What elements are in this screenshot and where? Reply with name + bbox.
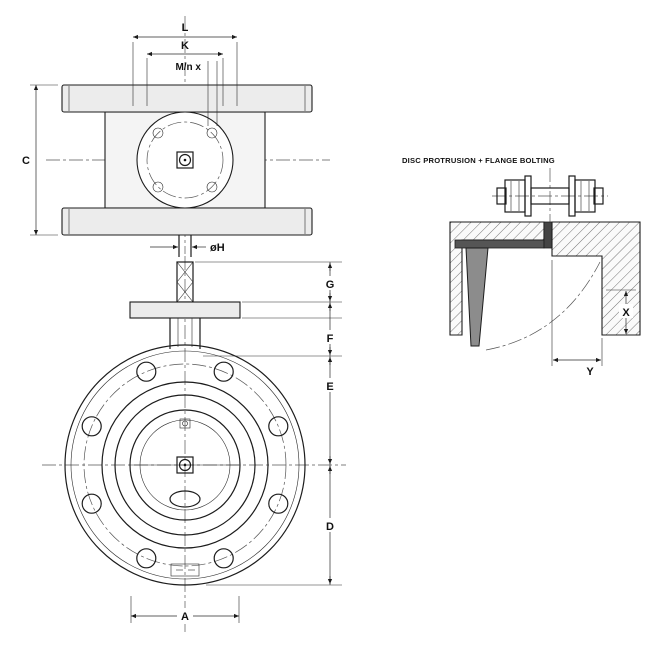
washer-left	[524, 175, 532, 217]
stem-square-top	[176, 151, 194, 169]
disc-stem-circle	[178, 458, 192, 472]
dim-Y: Y	[551, 260, 603, 378]
raised-face-circle	[101, 381, 269, 549]
mount-bolt-hole	[206, 127, 218, 139]
disc-top-boss	[179, 418, 191, 429]
bolt-hole	[213, 361, 234, 382]
dim-Mnx: M/n x	[175, 61, 218, 126]
disc-bottom-boss	[169, 490, 201, 508]
side-view: L K M/n x C øH	[22, 16, 330, 257]
dim-chain-right: G F E D	[195, 261, 342, 586]
stem-center-dot	[183, 158, 187, 162]
disc-section	[465, 247, 489, 347]
dim-label-H: øH	[210, 242, 225, 254]
pipe-flange-section	[551, 221, 641, 336]
dim-label-C: C	[22, 155, 30, 167]
dim-label-X: X	[622, 307, 630, 319]
bolt-hole	[268, 493, 289, 514]
top-flange	[61, 84, 313, 113]
flange-bolt-holes	[81, 361, 289, 569]
bottom-flange	[61, 207, 313, 236]
detail-title: DISC PROTRUSION + FLANGE BOLTING	[402, 156, 555, 165]
dim-label-G: G	[326, 279, 335, 291]
washer-right	[568, 175, 576, 217]
bolt-hole	[268, 416, 289, 437]
dim-label-D: D	[326, 521, 334, 533]
bolt-hole	[81, 416, 102, 437]
bolt-hole	[136, 361, 157, 382]
mount-bolt-hole	[206, 181, 218, 193]
front-view: G F E D A	[42, 256, 346, 632]
actuator-mounting-flange	[129, 301, 241, 319]
dim-K: K	[146, 40, 224, 106]
gasket-section	[543, 221, 553, 249]
mount-bolt-hole	[152, 181, 164, 193]
stud-end	[496, 187, 507, 205]
flange-bolt-assembly	[492, 168, 608, 232]
dim-C: C	[22, 84, 58, 236]
seat-liner-section	[454, 239, 545, 249]
bolt-hole	[136, 548, 157, 569]
dim-label-A: A	[181, 611, 189, 623]
bolt-hole	[213, 548, 234, 569]
dim-X: X	[606, 289, 636, 336]
dim-label-K: K	[181, 40, 189, 52]
mount-bolt-hole	[152, 127, 164, 139]
detail-view: DISC PROTRUSION + FLANGE BOLTING	[402, 156, 641, 378]
disc-top-pin	[182, 420, 188, 427]
flange-bolt-circle	[83, 363, 287, 567]
flange-chamfer-circle	[70, 350, 300, 580]
disc-center-dot	[183, 463, 187, 467]
dim-A: A	[130, 596, 240, 623]
flange-section	[449, 221, 641, 351]
disc-swing-arc	[485, 261, 601, 351]
valve-neck	[169, 318, 201, 349]
dim-label-F: F	[327, 333, 334, 345]
dim-label-L: L	[182, 22, 189, 34]
bottom-lug	[170, 563, 200, 577]
dim-label-Mnx: M/n x	[175, 62, 201, 73]
bolt-circle-dashdot	[146, 121, 224, 199]
bolt-hole	[81, 493, 102, 514]
valve-body-section	[449, 221, 545, 336]
dim-label-E: E	[326, 381, 333, 393]
valve-disc	[129, 409, 241, 521]
stem-circle-top	[178, 153, 192, 167]
dim-label-Y: Y	[586, 366, 594, 378]
dim-L: L	[132, 22, 238, 106]
dim-H: øH	[150, 242, 225, 254]
stud-end	[593, 187, 604, 205]
flange-outer-diameter	[64, 344, 306, 586]
disc-stem-square	[176, 456, 194, 474]
rubber-seat-ring	[114, 394, 256, 536]
